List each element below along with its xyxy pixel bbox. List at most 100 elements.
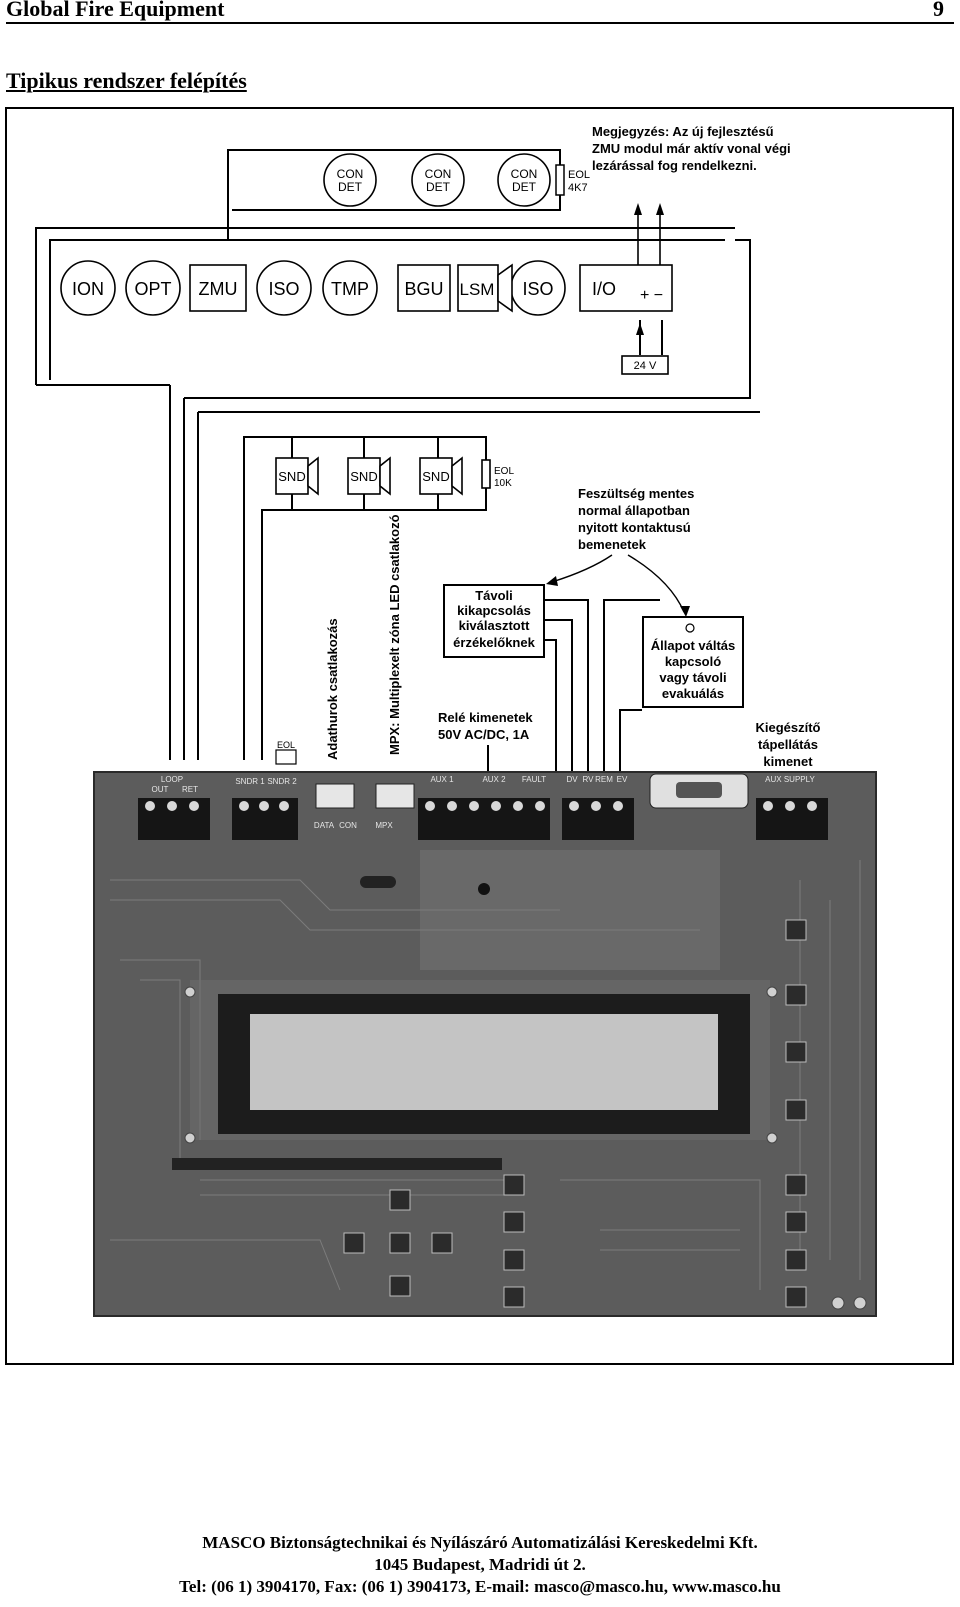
loop-wiring: [35, 149, 760, 760]
remote-disable-box: [443, 584, 545, 658]
pcb-label-out: OUT: [152, 785, 169, 794]
eol-4k7-line2: 4K7: [568, 182, 588, 194]
section-title: Tipikus rendszer felépítés: [6, 68, 247, 93]
con-det-1-bottom: DET: [338, 180, 363, 194]
loop-device-label-bgu: BGU: [404, 279, 443, 299]
sounder-3: [419, 457, 453, 495]
pcb-label-data: DATA: [314, 821, 335, 830]
data-loop-connection-label: Adathurok csatlakozás: [325, 618, 340, 760]
sounder-2-label: SND: [350, 469, 377, 484]
eol-small-resistor: [275, 749, 297, 765]
eol-10k-resistor: [481, 459, 491, 489]
control-panel-pcb: LOOP OUT RET SNDR 1 SNDR 2 DATA CON MPX …: [93, 771, 877, 1317]
input-wiring: [545, 599, 660, 782]
arrow-up-icon: [656, 203, 664, 215]
pcb-label-dv: DV: [566, 775, 578, 784]
eol-10k-line1: EOL: [494, 466, 514, 477]
page-header: Global Fire Equipment 9: [6, 0, 954, 24]
con-det-3-top: CON: [511, 167, 538, 181]
con-det-3-bottom: DET: [512, 180, 537, 194]
loop-device-lsm: [457, 264, 499, 312]
aux-supply-line2: tápellátás: [758, 737, 818, 752]
note-line-1: Megjegyzés: Az új fejlesztésű: [592, 124, 774, 139]
supply-24v-box: [621, 355, 669, 375]
mpx-pcb-connector: [375, 783, 415, 809]
arrow-up-icon: [636, 323, 644, 335]
voltage-free-line4: bemenetek: [578, 537, 647, 552]
aux-supply-line3: kimenet: [763, 754, 813, 769]
status-change-line1: Állapot váltás: [651, 638, 736, 653]
pcb-label-aux1: AUX 1: [430, 775, 454, 784]
pcb-label-aux2: AUX 2: [482, 775, 506, 784]
key-switch-icon: [685, 623, 695, 633]
pcb-label-sndr1: SNDR 1: [235, 777, 265, 786]
loop-device-ion: [60, 260, 116, 316]
pcb-label-ev: EV: [617, 775, 628, 784]
loop-device-label-io: I/O: [592, 279, 616, 299]
aux-supply-line1: Kiegészítő: [755, 720, 820, 735]
remote-disable-line2: kikapcsolás: [457, 603, 531, 618]
io-polarity: + −: [640, 287, 663, 304]
loop-device-label-iso-2: ISO: [522, 279, 553, 299]
remote-disable-line1: Távoli: [475, 588, 513, 603]
note-line-2: ZMU modul már aktív vonal végi: [592, 141, 791, 156]
loop-device-iso-1: [256, 260, 312, 316]
pcb-label-sndr2: SNDR 2: [267, 777, 297, 786]
remote-disable-line4: érzékelőknek: [453, 635, 535, 650]
loop-device-io: [579, 264, 673, 312]
loop-devices: [60, 260, 673, 375]
loop-device-bgu: [397, 264, 451, 312]
pcb-label-loop: LOOP: [161, 775, 183, 784]
con-det-3: [497, 153, 551, 207]
eol-small-label: EOL: [277, 740, 295, 750]
con-det-2: [411, 153, 465, 207]
con-det-1-top: CON: [337, 167, 364, 181]
loop-device-label-iso-1: ISO: [268, 279, 299, 299]
pointer-arrows: [551, 554, 685, 613]
eol-4k7-resistor: [555, 164, 565, 196]
pcb-label-fault: FAULT: [522, 775, 546, 784]
status-change-line3: vagy távoli: [659, 670, 726, 685]
con-det-2-bottom: DET: [426, 180, 451, 194]
arrow-icon: [680, 606, 690, 617]
con-det-2-top: CON: [425, 167, 452, 181]
note-line-3: lezárással fog rendelkezni.: [592, 158, 757, 173]
pin-header: [172, 1158, 502, 1170]
page-number: 9: [933, 0, 944, 21]
loop-device-label-zmu: ZMU: [199, 279, 238, 299]
data-connector: [315, 783, 355, 809]
pcb-label-con: CON: [339, 821, 357, 830]
lcd-screen: [250, 1014, 718, 1110]
pcb-label-rem: REM: [595, 775, 613, 784]
footer-contact: Tel: (06 1) 3904170, Fax: (06 1) 3904173…: [179, 1577, 781, 1596]
voltage-free-line2: normal állapotban: [578, 503, 690, 518]
pcb-label-rv: RV: [583, 775, 595, 784]
document-title: Global Fire Equipment: [6, 0, 225, 21]
status-change-line2: kapcsoló: [665, 654, 721, 669]
relay-outputs-line2: 50V AC/DC, 1A: [438, 727, 530, 742]
loop-device-label-opt: OPT: [134, 279, 171, 299]
sounder-2: [347, 457, 381, 495]
pcb-label-mpx: MPX: [375, 821, 393, 830]
pcb-label-aux-supply: AUX SUPPLY: [765, 775, 815, 784]
terminal-relays: [418, 798, 550, 840]
footer-address: 1045 Budapest, Madridi út 2.: [374, 1555, 586, 1574]
sounder-1-label: SND: [278, 469, 305, 484]
footer-company: MASCO Biztonságtechnikai és Nyílászáró A…: [202, 1533, 758, 1552]
loop-device-opt: [125, 260, 181, 316]
sounder-1: [275, 457, 309, 495]
pcb-label-ret: RET: [182, 785, 198, 794]
pcb-buttons: [343, 919, 807, 1308]
sounders: [275, 456, 491, 496]
loop-device-label-tmp: TMP: [331, 279, 369, 299]
voltage-free-line3: nyitott kontaktusú: [578, 520, 691, 535]
eol-10k-line2: 10K: [494, 478, 512, 489]
loop-device-tmp: [322, 260, 378, 316]
loop-device-zmu: [189, 264, 247, 312]
eol-4k7-line1: EOL: [568, 169, 590, 181]
figure-frame: [5, 107, 954, 1365]
arrow-icon: [546, 576, 558, 586]
con-det-group: CON DET CON DET CON DET: [323, 153, 551, 207]
con-det-1: [323, 153, 377, 207]
